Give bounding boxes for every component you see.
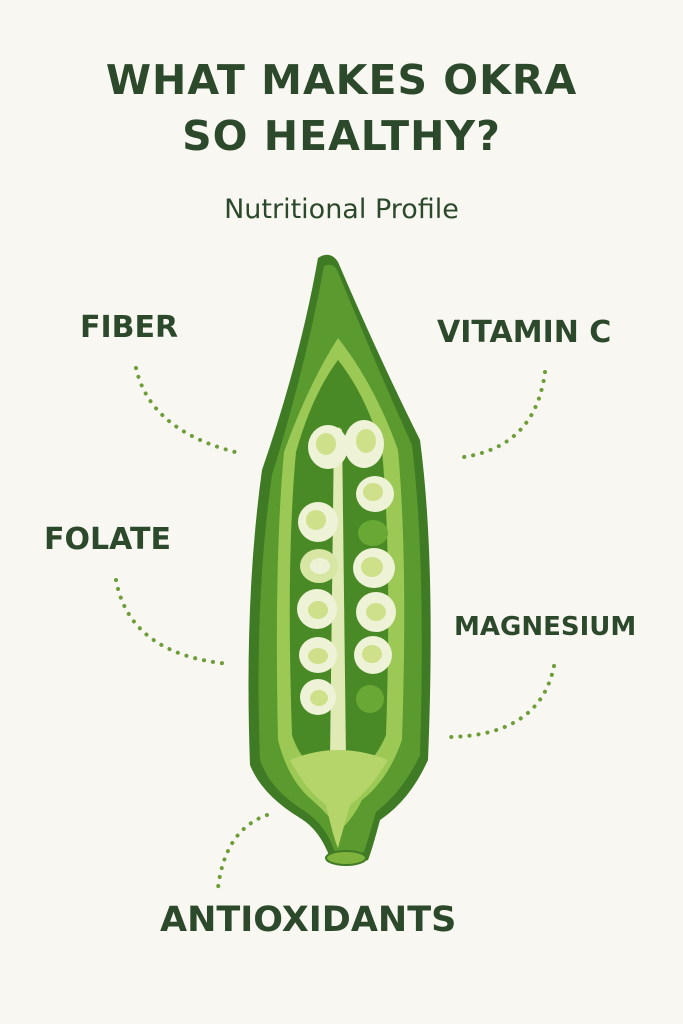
seed	[300, 549, 338, 583]
seed	[299, 637, 337, 673]
okra-pod	[248, 254, 431, 866]
seed	[344, 420, 384, 468]
seed	[353, 548, 395, 588]
seed	[354, 636, 392, 674]
seed	[356, 685, 384, 713]
nutrient-label-fiber: FIBER	[80, 310, 179, 345]
seed	[356, 592, 396, 632]
title-line-2: SO HEALTHY?	[182, 112, 501, 160]
antioxidants-connector	[216, 813, 269, 890]
seed	[300, 679, 336, 715]
seed	[298, 502, 338, 542]
pod-base	[290, 750, 388, 848]
nutrient-label-magnesium: MAGNESIUM	[454, 612, 637, 642]
nutrient-label-vitamin-c: VITAMIN C	[437, 315, 612, 350]
page-subtitle: Nutritional Profile	[224, 194, 459, 225]
seeds	[297, 420, 396, 715]
title-line-1: WHAT MAKES OKRA	[105, 56, 578, 104]
seed	[297, 589, 337, 629]
connector-lines	[114, 366, 556, 890]
seed	[356, 476, 394, 512]
folate-connector	[114, 578, 232, 666]
seed	[308, 425, 348, 469]
page-title: WHAT MAKES OKRA SO HEALTHY?	[0, 52, 683, 164]
nutrient-label-antioxidants: ANTIOXIDANTS	[160, 900, 457, 940]
nutrient-label-folate: FOLATE	[44, 522, 171, 557]
magnesium-connector	[448, 664, 556, 739]
fiber-connector	[134, 366, 237, 454]
vitamin-c-connector	[454, 370, 547, 460]
stem-end	[325, 850, 367, 866]
seed	[358, 520, 388, 546]
